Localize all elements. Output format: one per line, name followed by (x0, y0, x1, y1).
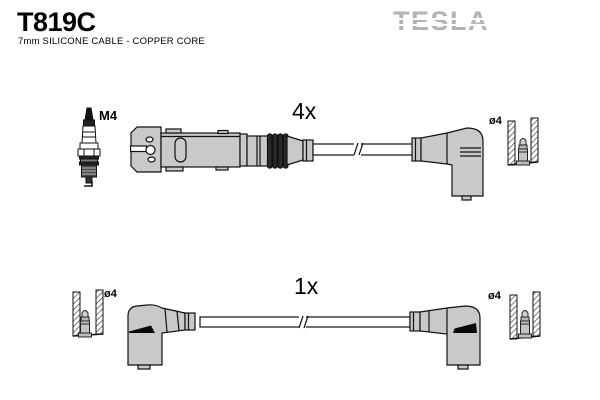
wire-break-symbol (299, 315, 306, 329)
elbow-boot (411, 127, 484, 201)
metal-terminal (516, 138, 530, 166)
ignition-cable-double-elbow-drawing (127, 304, 481, 370)
wire-break-symbol (354, 142, 361, 157)
logo-stripe (393, 18, 493, 20)
diameter-label-bottom-right: ø4 (488, 290, 501, 302)
diameter-label-bottom-left: ø4 (104, 288, 117, 300)
cable-wire (312, 142, 414, 157)
terminal-cap-icon-bottom-right (509, 291, 541, 340)
cable-wire (199, 315, 411, 329)
ignition-cable-coil-connector-drawing (130, 126, 484, 201)
quantity-label-bottom: 1x (294, 273, 319, 299)
tesla-logo-text: TESLA (393, 11, 490, 32)
plug-thread-label: M4 (99, 108, 118, 123)
elbow-boot-left (127, 304, 196, 370)
logo-stripe (393, 24, 493, 26)
elbow-boot-right (409, 305, 481, 370)
boot-shadow-accent (453, 323, 477, 333)
diameter-label-top-right: ø4 (489, 115, 502, 127)
quantity-label-top: 4x (292, 98, 317, 124)
metal-terminal (78, 310, 92, 338)
coil-connector (130, 126, 314, 173)
cable-spec-subtitle: 7mm SILICONE CABLE - COPPER CORE (18, 36, 205, 47)
part-number: T819C (17, 7, 96, 37)
terminal-cap-icon-top-right (507, 117, 539, 166)
spark-plug-icon (77, 107, 101, 187)
terminal-cap-icon-bottom-left (72, 289, 104, 338)
boot-shadow-accent (129, 325, 155, 333)
metal-terminal (518, 310, 532, 339)
tesla-logo: TESLA (393, 11, 493, 32)
